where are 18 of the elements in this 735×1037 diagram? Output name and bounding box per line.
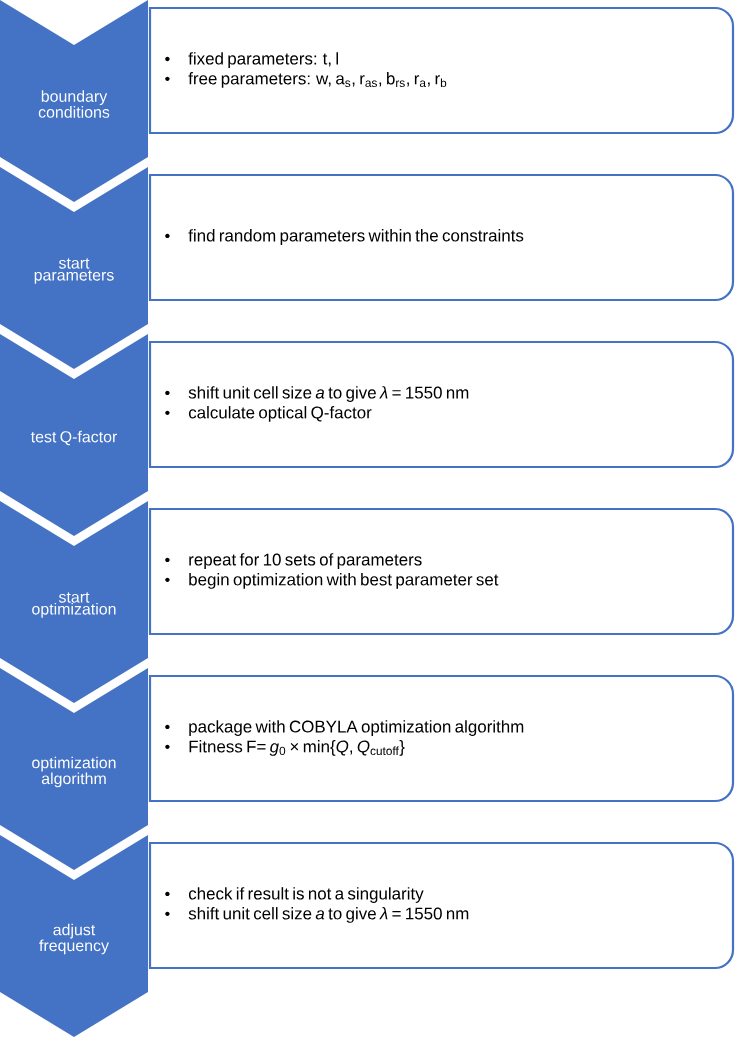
step-box: check if result is not a singularity shift unit cell size a to give λ = 1550 nm (148, 841, 735, 970)
node-label: start parameters (34, 258, 114, 284)
chevron-box: start optimization (0, 501, 148, 703)
chevron-box: boundary conditions (0, 0, 148, 202)
node-label: start optimization (32, 592, 116, 618)
step-box: find random parameters within the constraints (148, 173, 735, 302)
node-label: boundary conditions (38, 90, 110, 118)
step-box: package with COBYLA optimization algorithm Fitness F= g$_{0}$ × min{Q, Q$_{cutoff}$} (148, 674, 735, 803)
step-box: fixed parameters: t, l free parameters: w, a$_{s}$, r$_{as}$, b$_{rs}$, r$_{a}$, r$_{b}$ (148, 6, 735, 135)
step-box: repeat for 10 sets of parameters begin optimization with best parameter set (148, 507, 735, 636)
chevron-box: optimization algorithm (0, 668, 148, 870)
chevron-box: start parameters (0, 167, 148, 369)
step-box: shift unit cell size a to give λ = 1550 nm calculate optical Q-factor (148, 340, 735, 469)
node-label: optimization algorithm (32, 756, 116, 788)
node-label: test Q-factor (30, 430, 118, 446)
chevron-box: adjust frequency (0, 835, 148, 1037)
node-label: adjust frequency (39, 923, 109, 955)
chevron-box: test Q-factor (0, 334, 148, 536)
